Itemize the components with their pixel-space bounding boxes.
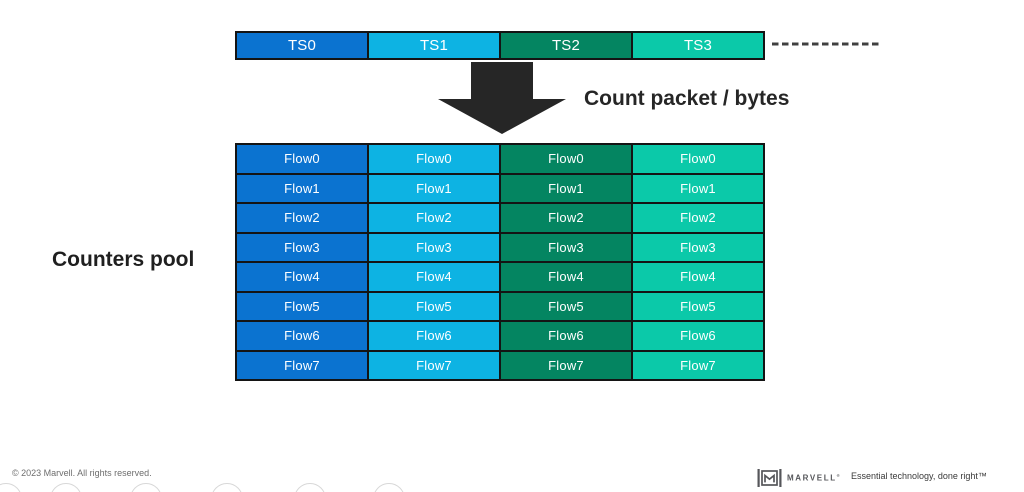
counter-cell-ts0-flow1: Flow1 xyxy=(237,174,367,202)
counter-cell-ts1-flow3: Flow3 xyxy=(369,233,499,261)
counter-cell-ts0-flow4: Flow4 xyxy=(237,263,367,291)
cutoff-circle-decoration xyxy=(0,483,22,492)
counter-cell-ts1-flow2: Flow2 xyxy=(369,204,499,232)
counter-cell-ts3-flow5: Flow5 xyxy=(633,292,763,320)
counter-cell-ts2-flow5: Flow5 xyxy=(501,292,631,320)
timeslot-ts1: TS1 xyxy=(369,33,499,58)
down-arrow-icon xyxy=(438,62,566,134)
counter-cell-ts0-flow6: Flow6 xyxy=(237,322,367,350)
counter-cell-ts3-flow4: Flow4 xyxy=(633,263,763,291)
counter-cell-ts3-flow0: Flow0 xyxy=(633,145,763,173)
counter-cell-ts0-flow2: Flow2 xyxy=(237,204,367,232)
counter-cell-ts2-flow2: Flow2 xyxy=(501,204,631,232)
marvell-logo: MARVELL® xyxy=(757,468,841,488)
cutoff-circle-decoration xyxy=(211,483,243,492)
counter-cell-ts0-flow0: Flow0 xyxy=(237,145,367,173)
timeslot-ts3: TS3 xyxy=(633,33,763,58)
counters-pool-label: Counters pool xyxy=(52,248,195,271)
counter-cell-ts1-flow7: Flow7 xyxy=(369,351,499,379)
counter-cell-ts0-flow7: Flow7 xyxy=(237,351,367,379)
counter-cell-ts0-flow5: Flow5 xyxy=(237,292,367,320)
counter-cell-ts2-flow3: Flow3 xyxy=(501,233,631,261)
counter-cell-ts1-flow0: Flow0 xyxy=(369,145,499,173)
counter-cell-ts3-flow2: Flow2 xyxy=(633,204,763,232)
counter-cell-ts0-flow3: Flow3 xyxy=(237,233,367,261)
cutoff-circle-decoration xyxy=(294,483,326,492)
counter-cell-ts1-flow1: Flow1 xyxy=(369,174,499,202)
counter-cell-ts1-flow4: Flow4 xyxy=(369,263,499,291)
counter-cell-ts3-flow3: Flow3 xyxy=(633,233,763,261)
marvell-tagline: Essential technology, done right™ xyxy=(851,471,987,481)
counter-cell-ts3-flow7: Flow7 xyxy=(633,351,763,379)
cutoff-circle-decoration xyxy=(373,483,405,492)
counter-cell-ts1-flow6: Flow6 xyxy=(369,322,499,350)
dashed-line xyxy=(772,42,882,46)
counter-cell-ts3-flow1: Flow1 xyxy=(633,174,763,202)
cutoff-circle-decoration xyxy=(50,483,82,492)
counter-cell-ts2-flow0: Flow0 xyxy=(501,145,631,173)
counter-cell-ts2-flow1: Flow1 xyxy=(501,174,631,202)
timeslot-ts0: TS0 xyxy=(237,33,367,58)
marvell-logo-icon xyxy=(757,469,782,487)
counter-cell-ts3-flow6: Flow6 xyxy=(633,322,763,350)
marvell-wordmark: MARVELL® xyxy=(787,473,842,483)
registered-mark: ® xyxy=(836,473,842,479)
counter-cell-ts2-flow4: Flow4 xyxy=(501,263,631,291)
counter-cell-ts2-flow7: Flow7 xyxy=(501,351,631,379)
copyright-text: © 2023 Marvell. All rights reserved. xyxy=(12,468,152,478)
cutoff-circle-decoration xyxy=(130,483,162,492)
counter-cell-ts2-flow6: Flow6 xyxy=(501,322,631,350)
count-packet-bytes-label: Count packet / bytes xyxy=(584,87,790,110)
counter-cell-ts1-flow5: Flow5 xyxy=(369,292,499,320)
timeslot-ts2: TS2 xyxy=(501,33,631,58)
